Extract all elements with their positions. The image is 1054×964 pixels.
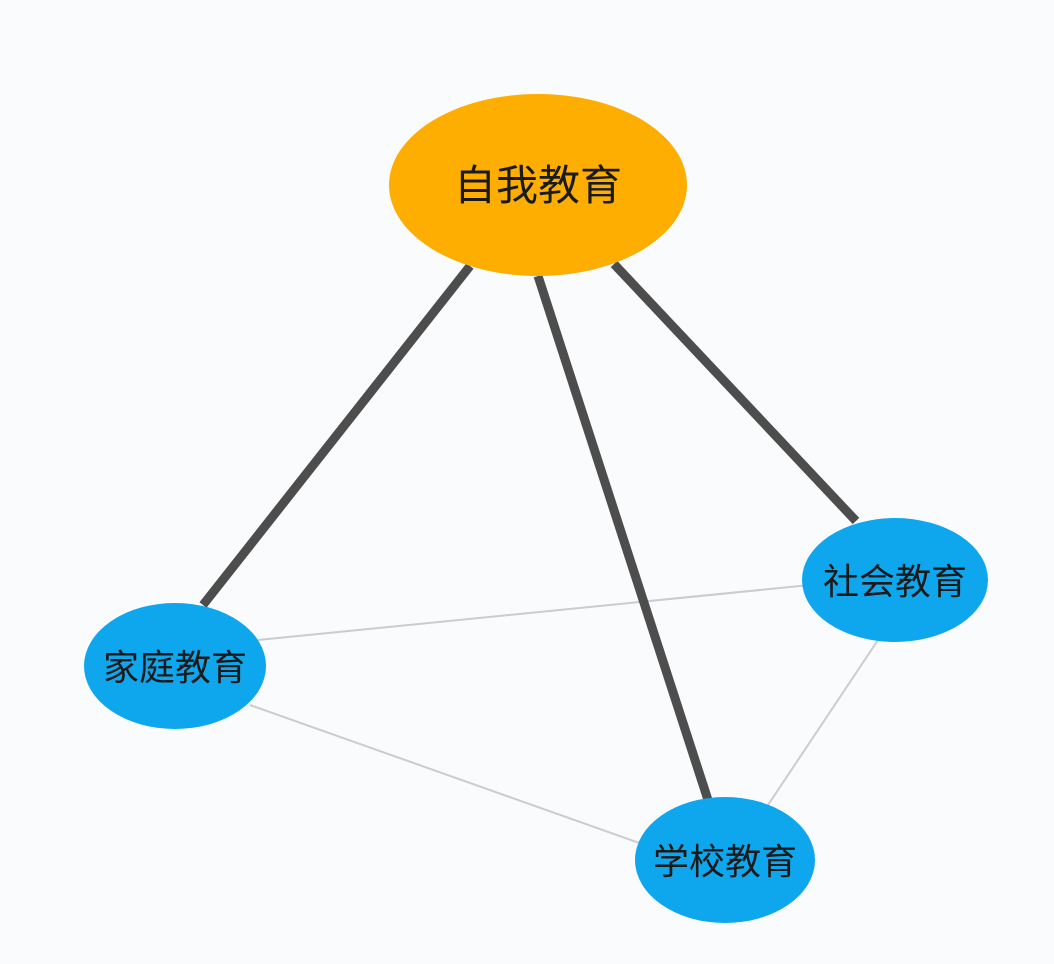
node-family-label: 家庭教育 (103, 648, 247, 689)
node-social-shape (802, 518, 988, 642)
node-self-label: 自我教育 (454, 161, 622, 210)
node-school-shape (635, 797, 815, 923)
node-school-education: 学校教育 (635, 797, 815, 923)
node-social-label: 社会教育 (823, 562, 967, 603)
node-family-shape (84, 603, 266, 729)
link-social-school (767, 639, 879, 806)
link-family-social (257, 584, 811, 641)
node-self-education: 自我教育 (389, 94, 687, 276)
link-self-family (199, 263, 474, 608)
link-self-school (533, 274, 713, 802)
link-self-social (610, 260, 860, 525)
node-social-education: 社会教育 (802, 518, 988, 642)
node-family-education: 家庭教育 (84, 603, 266, 729)
node-school-label: 学校教育 (653, 842, 797, 883)
link-family-school (249, 704, 646, 846)
node-self-shape (389, 94, 687, 276)
